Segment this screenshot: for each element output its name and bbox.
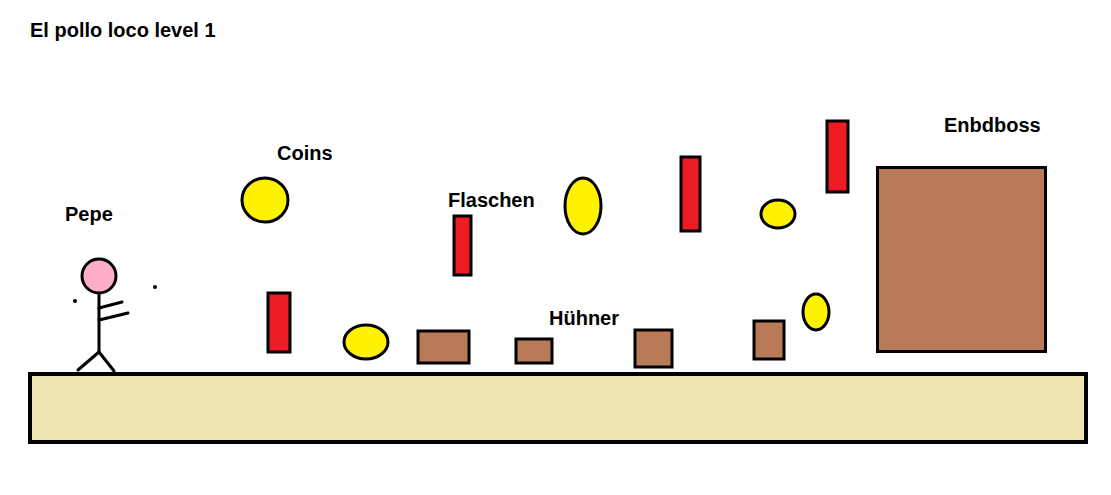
coins-label: Coins <box>277 141 333 165</box>
pepe-figure <box>78 259 128 371</box>
boss-label: Enbdboss <box>944 113 1041 137</box>
dot <box>153 285 157 289</box>
coins <box>242 178 829 359</box>
bottles <box>268 121 848 352</box>
level-title: El pollo loco level 1 <box>30 18 216 42</box>
boss-box: Enbdboss <box>876 166 1047 353</box>
bottles-label: Flaschen <box>448 188 535 212</box>
ground <box>30 374 1086 442</box>
character-label: Pepe <box>65 202 113 226</box>
chickens-label: Hühner <box>549 306 619 330</box>
dot <box>73 299 77 303</box>
